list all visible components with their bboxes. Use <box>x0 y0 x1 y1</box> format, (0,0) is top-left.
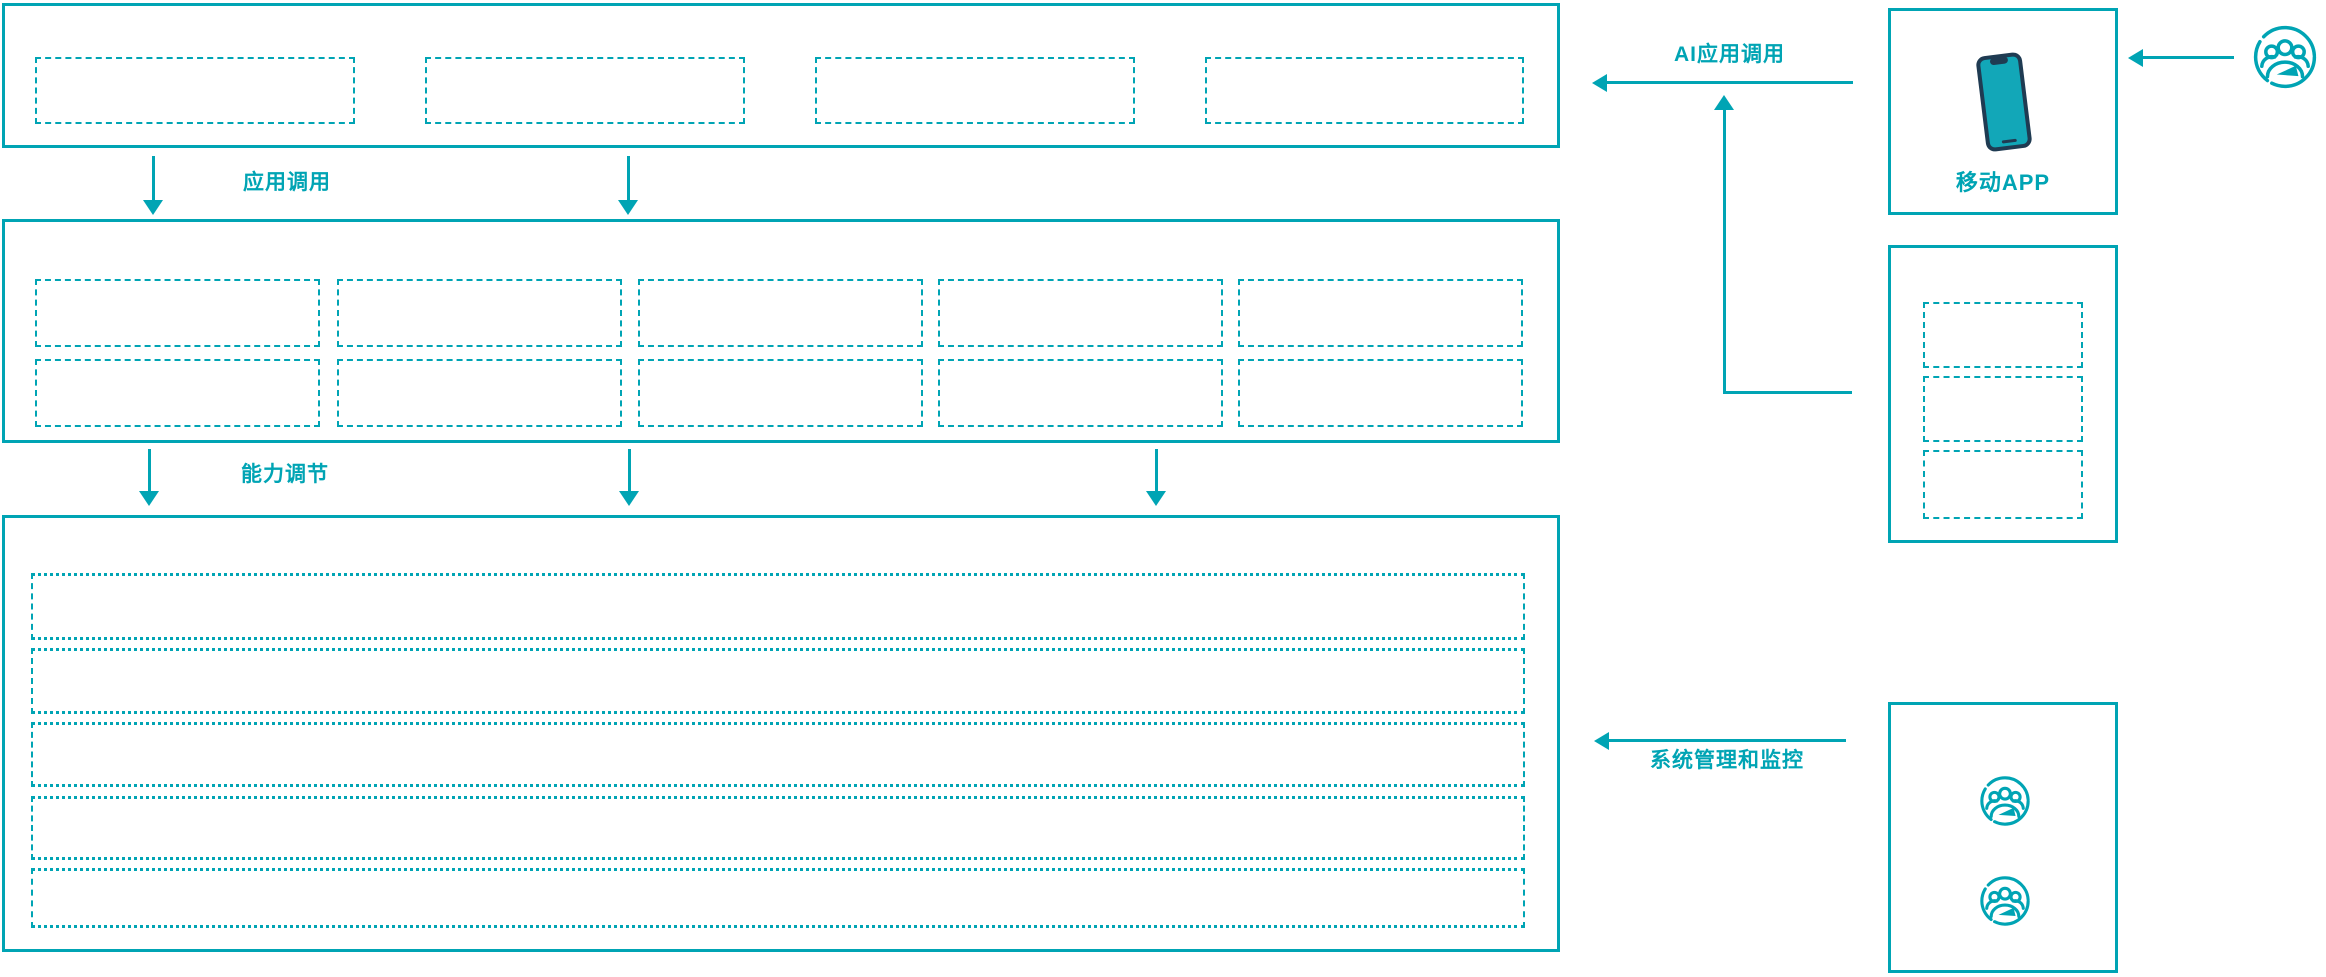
right-panel-placeholder-3 <box>1923 450 2083 519</box>
capability-arrow-line-2 <box>628 449 631 493</box>
user-arrowhead <box>2128 49 2143 67</box>
ai-call-arrowhead <box>1592 74 1607 92</box>
smartphone-icon <box>1976 52 2032 152</box>
monitor-label: 系统管理和监控 <box>1650 749 1804 772</box>
middle-placeholder-r2c2 <box>337 359 622 427</box>
connector-up-arrowhead <box>1714 95 1734 110</box>
middle-placeholder-r1c5 <box>1238 279 1523 347</box>
mobile-app-label: 移动APP <box>1955 170 2051 195</box>
middle-placeholder-r1c3 <box>638 279 923 347</box>
bottom-layer-row-5 <box>31 868 1525 928</box>
app-call-arrowhead-1 <box>143 200 163 215</box>
connector-horizontal-line <box>1723 391 1852 394</box>
bottom-layer-row-1 <box>31 573 1525 640</box>
middle-placeholder-r2c4 <box>938 359 1223 427</box>
capability-arrowhead-1 <box>139 491 159 506</box>
middle-placeholder-r1c1 <box>35 279 320 347</box>
right-panel-placeholder-2 <box>1923 376 2083 442</box>
capability-arrow-line-1 <box>148 449 151 493</box>
ai-call-label: AI应用调用 <box>1674 43 1785 66</box>
capability-arrowhead-2 <box>619 491 639 506</box>
users-group-icon <box>1980 776 2030 826</box>
middle-placeholder-r1c4 <box>938 279 1223 347</box>
app-call-arrow-line-2 <box>627 156 630 202</box>
capability-arrowhead-3 <box>1146 491 1166 506</box>
top-layer-placeholder-2 <box>425 57 745 124</box>
capability-arrow-line-3 <box>1155 449 1158 493</box>
top-layer-placeholder-4 <box>1205 57 1524 124</box>
app-call-label: 应用调用 <box>243 171 331 194</box>
connector-vertical-line <box>1723 108 1726 394</box>
capability-label: 能力调节 <box>241 463 329 486</box>
users-group-icon <box>1980 876 2030 926</box>
bottom-layer-row-3 <box>31 722 1525 787</box>
user-arrow-line <box>2142 56 2234 59</box>
bottom-layer-row-2 <box>31 648 1525 714</box>
bottom-layer-row-4 <box>31 796 1525 860</box>
users-group-icon <box>2253 25 2317 89</box>
middle-placeholder-r2c1 <box>35 359 320 427</box>
app-call-arrow-line-1 <box>152 156 155 202</box>
monitor-arrowhead <box>1594 732 1609 750</box>
monitor-arrow-line <box>1608 739 1846 742</box>
ai-call-arrow-line <box>1606 81 1853 84</box>
middle-placeholder-r2c3 <box>638 359 923 427</box>
top-layer-placeholder-1 <box>35 57 355 124</box>
middle-placeholder-r2c5 <box>1238 359 1523 427</box>
middle-placeholder-r1c2 <box>337 279 622 347</box>
right-panel-placeholder-1 <box>1923 302 2083 368</box>
app-call-arrowhead-2 <box>618 200 638 215</box>
admin-panel-box <box>1888 702 2118 973</box>
top-layer-placeholder-3 <box>815 57 1135 124</box>
